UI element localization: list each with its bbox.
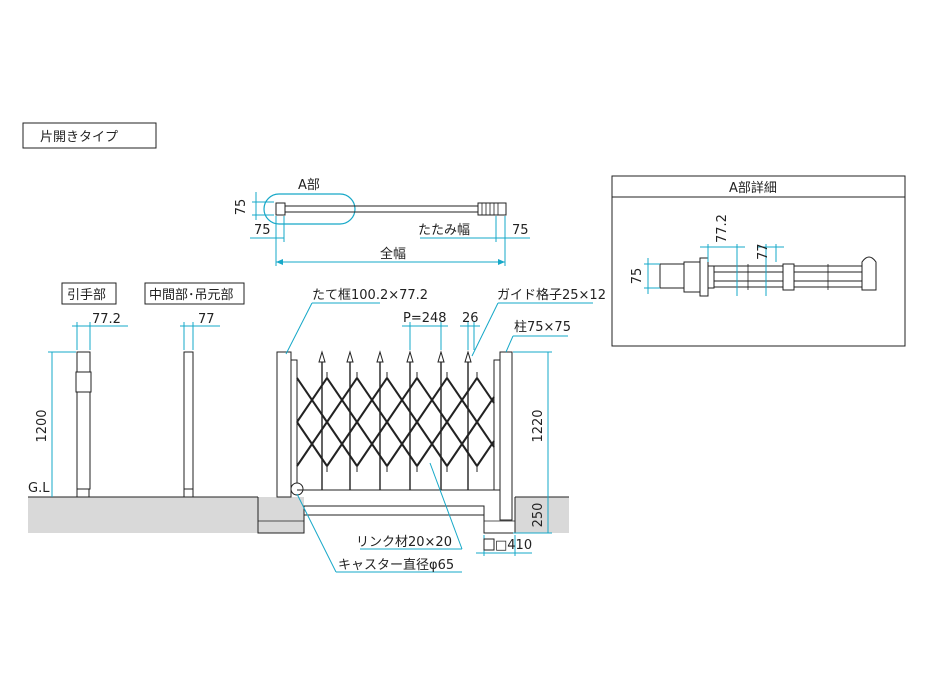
depth-250: 250 (531, 503, 546, 528)
scissor-link (326, 377, 358, 423)
link-cap (406, 350, 414, 363)
scissor-link (356, 377, 388, 423)
plan-view: A部 75 75 たたみ幅 75 全幅 (234, 178, 530, 266)
vertical-links (318, 350, 472, 490)
scissor-link (356, 421, 388, 467)
middle-part-dim: 77 (198, 312, 215, 327)
scissor-link (296, 377, 328, 423)
elevation-annotations: たて框100.2×77.2 P=248 26 ガイド格子25×12 柱75×75… (285, 287, 606, 573)
gate-elevation (276, 350, 513, 521)
ground-level-label: G.L (28, 481, 50, 496)
middle-part-title: 中間部･吊元部 (149, 288, 234, 303)
dim-26: 26 (462, 311, 479, 326)
scissor-link (446, 421, 478, 467)
a-part-callout-label: A部 (298, 178, 320, 193)
a-part-callout-ellipse (263, 193, 356, 225)
scissor-link (296, 421, 328, 467)
scissor-link (386, 377, 418, 423)
link-cap (437, 350, 445, 363)
handle-part: 引手部 77.2 1200 (35, 282, 128, 498)
link-cap (376, 350, 384, 363)
middle-part: 中間部･吊元部 77 (144, 282, 245, 498)
detail-dim-77: 77 (756, 243, 771, 260)
detail-dim-75: 75 (630, 268, 645, 285)
post-label: 柱75×75 (514, 320, 571, 335)
link-cap (318, 350, 326, 363)
handle-part-height: 1200 (35, 409, 50, 442)
scissor-link (476, 396, 495, 423)
link-cap (346, 350, 354, 363)
type-title-box: 片開きタイプ (22, 122, 157, 149)
scissor-link (476, 440, 495, 467)
handle-part-dim: 77.2 (92, 312, 121, 327)
folded-width-label: たたみ幅 (418, 223, 470, 238)
caster-label: キャスター直径φ65 (338, 558, 454, 573)
pitch-label: P=248 (403, 311, 447, 326)
scissor-link (476, 377, 495, 404)
scissor-link (386, 421, 418, 467)
detail-a-panel: A部詳細 75 77.2 77 (611, 175, 906, 347)
handle-part-title: 引手部 (67, 288, 106, 303)
detail-a-title: A部詳細 (729, 180, 777, 196)
plan-dim-75-vertical: 75 (234, 199, 249, 216)
foundation-label: □410 (495, 538, 532, 553)
scissor-link (326, 421, 358, 467)
type-title: 片開きタイプ (40, 130, 118, 145)
detail-dim-77-2: 77.2 (715, 214, 730, 243)
ground-section: G.L (28, 481, 569, 534)
lattice-links (296, 372, 495, 472)
scissor-link (476, 421, 495, 448)
guide-label: ガイド格子25×12 (497, 287, 606, 303)
plan-dim-75-right: 75 (512, 223, 529, 238)
frame-label: たて框100.2×77.2 (312, 288, 428, 303)
scissor-link (446, 377, 478, 423)
overall-width-label: 全幅 (380, 246, 406, 262)
scissor-link (416, 421, 448, 467)
link-label: リンク材20×20 (356, 535, 452, 550)
plan-dim-75-left: 75 (254, 223, 271, 238)
height-1220: 1220 (531, 409, 546, 442)
link-cap (464, 350, 472, 363)
scissor-link (416, 377, 448, 423)
